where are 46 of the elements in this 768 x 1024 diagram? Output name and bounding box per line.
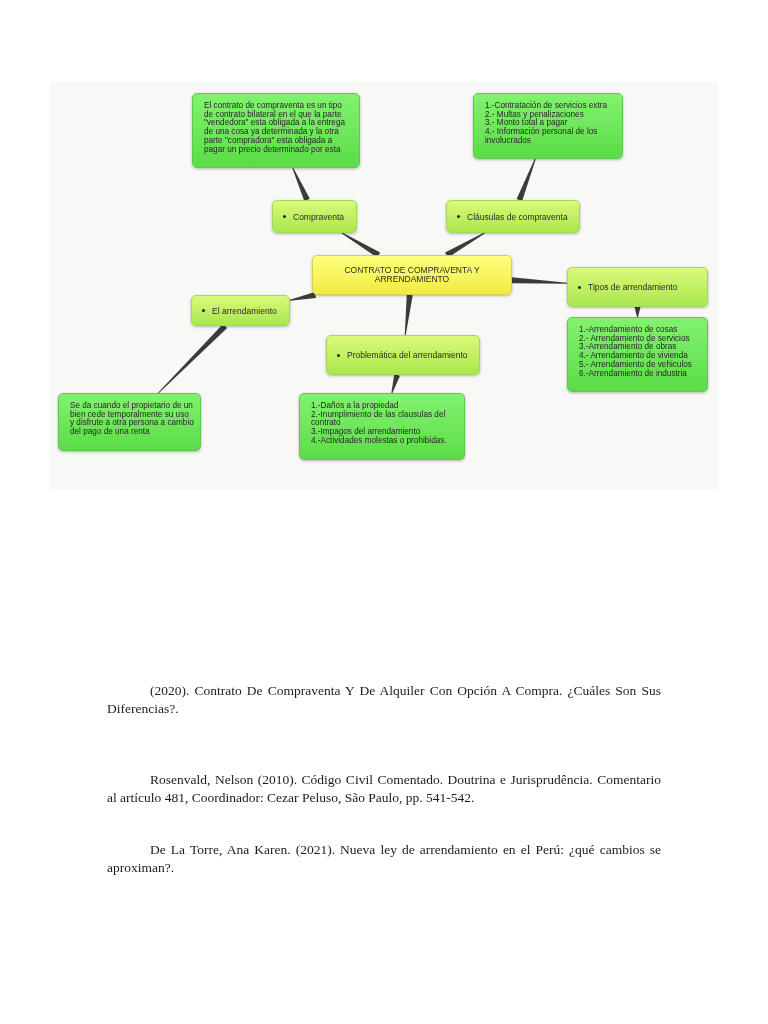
note-box — [58, 393, 201, 451]
list-item-text: 1.-Daños a la propiedad — [311, 402, 399, 411]
list-item-text: 1.-Arrendamiento de cosas — [579, 326, 679, 334]
note-text: El contrato de compraventa es un tipo de contrato bilateral en el que la parte "vendedora" esta obligada a la entrega de una cosa ya determinada y la otra parte "compradora" esta obligada a pagar un precio determinado por esta — [204, 102, 346, 155]
note-box — [473, 93, 623, 159]
list-item-text: 5.- Arrendamiento de vehiculos — [579, 360, 693, 369]
connector — [292, 167, 310, 202]
topic-box — [567, 267, 708, 307]
connector — [511, 277, 568, 284]
list-item-text: 2.- Arrendamiento de servicios — [579, 334, 691, 343]
topic-box — [272, 200, 357, 233]
connector — [404, 294, 413, 336]
connector — [289, 292, 316, 301]
topic-text: Problemática del arrendamiento — [347, 350, 468, 360]
note-box — [567, 317, 708, 392]
list-item-text: 6.-Arrendamiento de industria — [579, 369, 688, 379]
central-topic-text: CONTRATO DE COMPRAVENTA Y ARRENDAMIENTO — [343, 265, 481, 285]
topic-box — [326, 335, 480, 375]
connector — [391, 374, 400, 394]
connector — [341, 232, 381, 258]
list-item-text: 3.- Monto total a pagar — [485, 119, 568, 128]
reference-text: Rosenvald, Nelson (2010). Código Civil Comentado. Doutrina e Jurisprudência. Comentario al artículo 481, Coordinador: Cezar Peluso, São Paulo, pp. 541-542. — [107, 771, 661, 806]
topic-text: Cláusulas de compraventa — [467, 211, 568, 222]
topic-text: El arrendamiento — [212, 305, 277, 316]
connector — [516, 158, 536, 202]
topic-box — [446, 200, 580, 233]
reference-text: (2020). Contrato De Compraventa Y De Alquiler Con Opción A Compra. ¿Cuáles Son Sus Diferencias?. — [107, 682, 661, 717]
topic-text: Compraventa — [293, 211, 345, 222]
list-item-text: 4.-Actividades molestas o prohibidas. — [311, 436, 448, 446]
note-text: Se da cuando el propietario de un bien cede temporalmente su uso y disfrute a otra persona a cambio del pago de una renta — [70, 402, 194, 437]
list-item-text: 3.-Arrendamiento de obras — [579, 343, 677, 352]
reference-text: De La Torre, Ana Karen. (2021). Nueva ley de arrendamiento en el Perú: ¿qué cambios se aproximan?. — [107, 841, 661, 876]
list-item-text: 4.- Información personal de los involucrados — [485, 128, 599, 146]
connector — [445, 232, 485, 258]
list-item-text: 1.-Contratación de servicios extra — [485, 102, 608, 110]
list-item-text: 2.- Multas y penalizaciones — [485, 110, 585, 120]
connector — [158, 323, 228, 394]
central-topic-box — [312, 255, 512, 295]
list-item-text: 3.-Impagos del arrendamiento — [311, 428, 421, 437]
topic-box — [191, 295, 290, 326]
list-item-text: 4.- Arrendamiento de vivienda — [579, 352, 688, 361]
list-item-text: 2.-Inumplimiento de las clausulas del contrato — [311, 410, 447, 428]
note-box — [299, 393, 465, 460]
topic-text: Tipos de arrendamiento — [588, 282, 678, 292]
connector — [634, 307, 641, 317]
note-box — [192, 93, 360, 168]
